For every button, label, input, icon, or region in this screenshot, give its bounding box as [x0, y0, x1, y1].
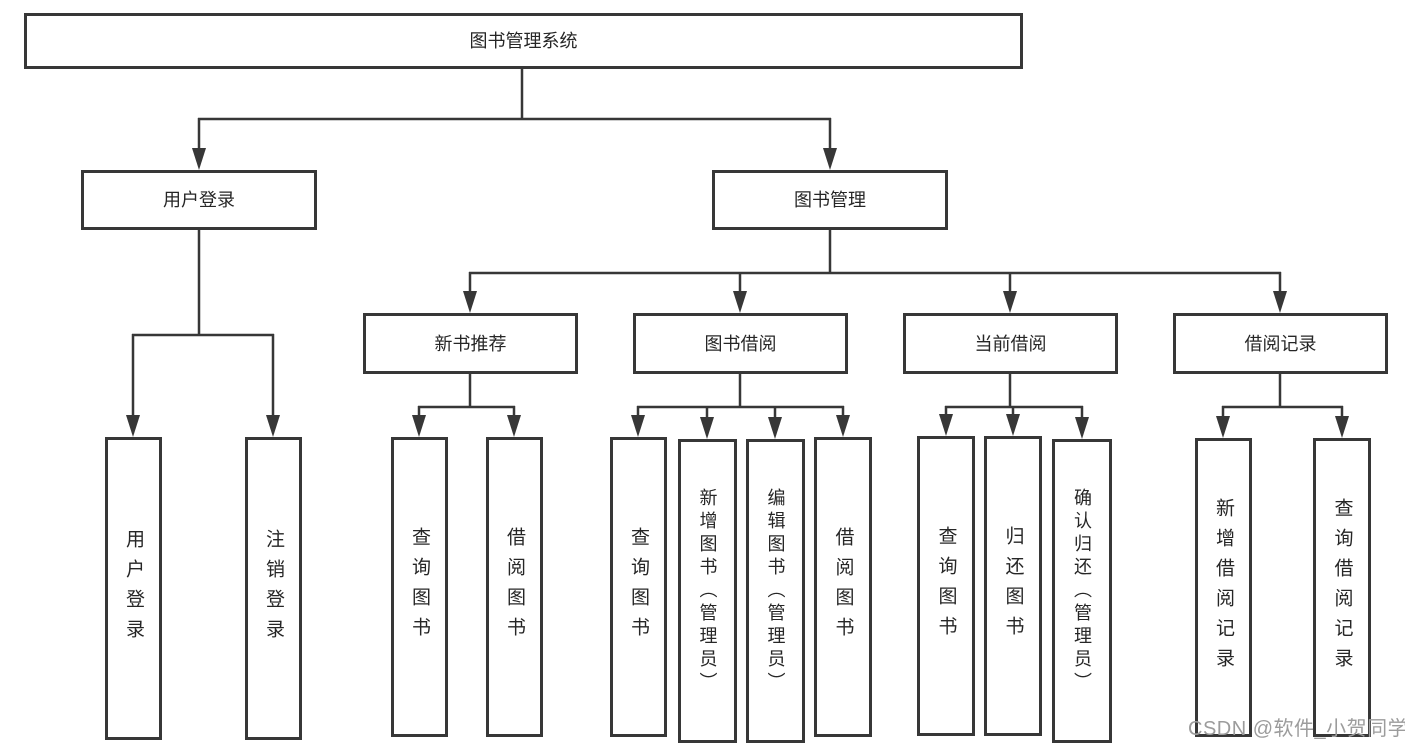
leaf-query-books-1: 查询图书: [391, 437, 448, 737]
leaf-confirm-return-admin: 确认归还（管理员）: [1052, 439, 1112, 743]
csdn-watermark: CSDN @软件_小贺同学: [1188, 718, 1405, 740]
leaf-query-books-2: 查询图书: [610, 437, 667, 737]
leaf-query-books-3: 查询图书: [917, 436, 975, 736]
leaf-edit-books-admin: 编辑图书（管理员）: [746, 439, 805, 743]
leaf-user-login: 用户登录: [105, 437, 162, 740]
node-book-borrow: 图书借阅: [633, 313, 848, 374]
leaf-borrow-books-2: 借阅图书: [814, 437, 872, 737]
leaf-query-borrow-record: 查询借阅记录: [1313, 438, 1371, 737]
node-book-management: 图书管理: [712, 170, 948, 230]
leaf-logout: 注销登录: [245, 437, 302, 740]
leaf-borrow-books-1: 借阅图书: [486, 437, 543, 737]
node-borrow-records: 借阅记录: [1173, 313, 1388, 374]
leaf-add-books-admin: 新增图书（管理员）: [678, 439, 737, 743]
node-user-login: 用户登录: [81, 170, 317, 230]
leaf-return-books: 归还图书: [984, 436, 1042, 736]
node-current-borrow: 当前借阅: [903, 313, 1118, 374]
leaf-add-borrow-record: 新增借阅记录: [1195, 438, 1252, 737]
node-new-book-recommend: 新书推荐: [363, 313, 578, 374]
node-root: 图书管理系统: [24, 13, 1023, 69]
